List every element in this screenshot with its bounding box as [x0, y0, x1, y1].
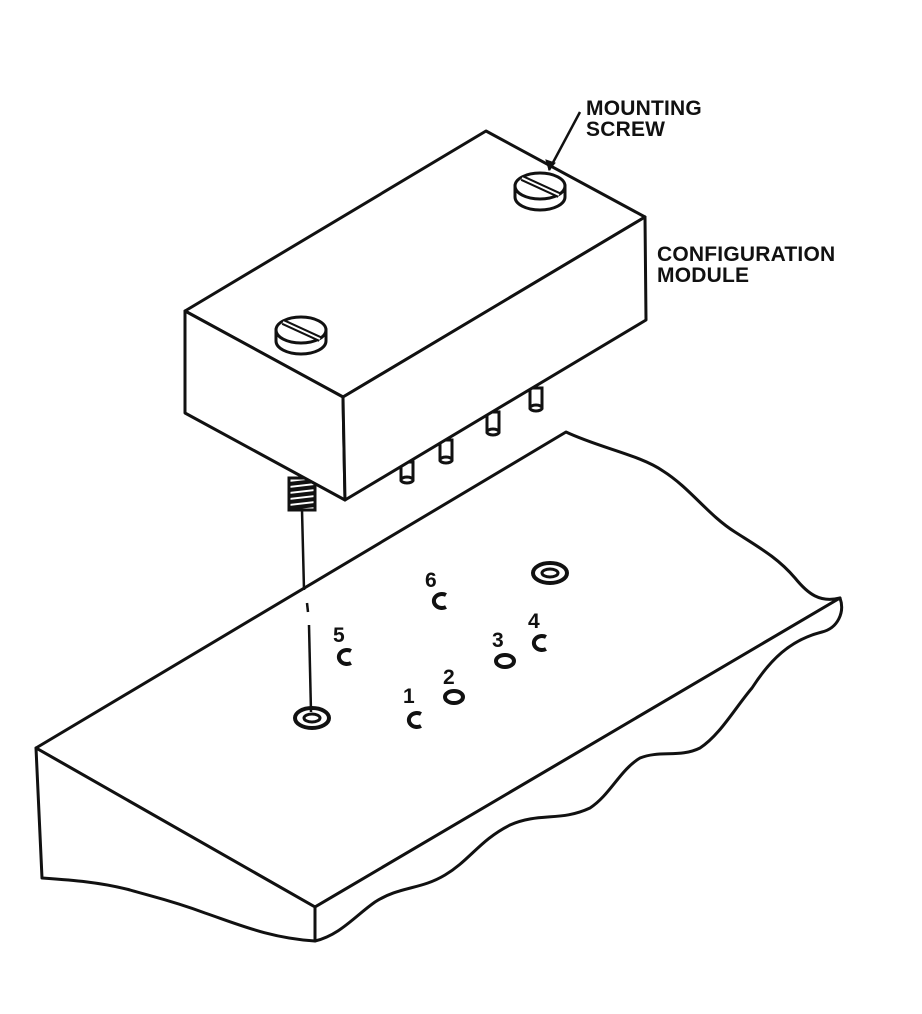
pin-number-2: 2 — [443, 666, 455, 689]
mounting-screw-label-line-2: SCREW — [586, 119, 702, 140]
configuration-module-label: CONFIGURATION MODULE — [657, 244, 835, 286]
pin-number-4: 4 — [528, 610, 540, 633]
mounting-screw-head-left — [276, 317, 326, 354]
pin-number-6: 6 — [425, 569, 437, 592]
pin-number-3: 3 — [492, 629, 504, 652]
mounting-screw-label-line-1: MOUNTING — [586, 98, 702, 119]
pin-number-5: 5 — [333, 624, 345, 647]
mounting-screw-label: MOUNTING SCREW — [586, 98, 702, 140]
configuration-module-label-line-2: MODULE — [657, 265, 835, 286]
mounting-screw-leader-line — [549, 112, 580, 170]
pin-number-1: 1 — [403, 685, 415, 708]
configuration-module-label-line-1: CONFIGURATION — [657, 244, 835, 265]
mounting-screw-head-right — [515, 173, 565, 210]
module-pin — [530, 388, 542, 411]
circuit-board — [36, 432, 842, 941]
